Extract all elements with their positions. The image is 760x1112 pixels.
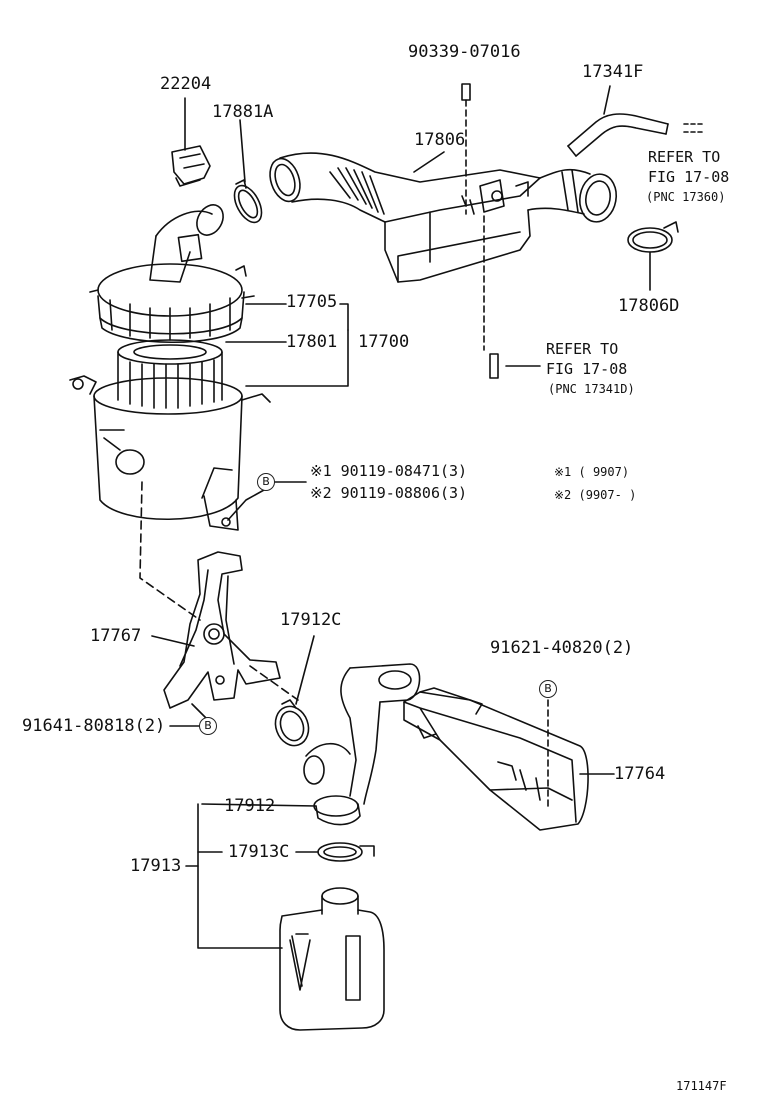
- bracket-17913: [197, 803, 283, 949]
- inlet-pipe-17806: [269, 152, 541, 283]
- bolt-spec-1: ※1 90119-08471(3): [310, 462, 468, 480]
- label-17767: 17767: [90, 626, 142, 646]
- cleaner-cap-17705: [89, 204, 255, 344]
- filter-element-17801: [117, 339, 223, 409]
- callout-b-91641: B: [199, 717, 217, 735]
- grommet-90339-07016: [461, 83, 471, 101]
- dash-17341F: [683, 123, 705, 133]
- label-17341F: 17341F: [582, 62, 644, 82]
- outlet-elbow: [527, 168, 618, 223]
- leader-17912: [201, 803, 317, 807]
- label-17881A: 17881A: [212, 102, 274, 122]
- clamp-17881A: [233, 179, 263, 224]
- clamp-17806D: [627, 221, 679, 253]
- leader-17767: [151, 635, 195, 647]
- ref2-line1: REFER TO: [546, 340, 619, 358]
- resonator-17913: [279, 887, 385, 1031]
- clamp-17912C: [274, 699, 310, 747]
- duct-17764: [403, 687, 589, 831]
- ref1-line3: (PNC 17360): [646, 190, 726, 204]
- leader-17912C: [295, 635, 315, 705]
- label-17700: 17700: [358, 332, 410, 352]
- label-91641-80818: 91641-80818(2): [22, 716, 166, 736]
- label-17705: 17705: [286, 292, 338, 312]
- duct-17912: [303, 663, 421, 826]
- clamp-17913C: [317, 842, 375, 862]
- bracket-17767: [163, 551, 281, 709]
- leader-17806: [413, 151, 445, 173]
- leader-17700-top: [339, 303, 349, 331]
- ref1-line1: REFER TO: [648, 148, 721, 166]
- ref2-line2: FIG 17-08: [546, 360, 628, 378]
- label-17806: 17806: [414, 130, 466, 150]
- leader-17700: [245, 329, 349, 387]
- callout-b-bolts: B: [257, 473, 275, 491]
- leader-17341F: [603, 85, 611, 115]
- label-90339-07016: 90339-07016: [408, 42, 521, 62]
- ref1-line2: FIG 17-08: [648, 168, 730, 186]
- label-17806D: 17806D: [618, 296, 680, 316]
- bolt-spec-2: ※2 90119-08806(3): [310, 484, 468, 502]
- label-22204: 22204: [160, 74, 212, 94]
- label-17764: 17764: [614, 764, 666, 784]
- hose-stub-ref2: [489, 353, 499, 379]
- label-91621-40820: 91621-40820(2): [490, 638, 634, 658]
- label-17801: 17801: [286, 332, 338, 352]
- callout-b-91621: B: [539, 680, 557, 698]
- label-17912C: 17912C: [280, 610, 342, 630]
- label-17912: 17912: [224, 796, 276, 816]
- leader-bolt-b: [227, 489, 265, 521]
- dash-case-bracket: [139, 481, 201, 621]
- date-range-1: ※1 ( 9907): [554, 465, 630, 479]
- label-17913C: 17913C: [228, 842, 290, 862]
- clip-22204: [171, 145, 211, 187]
- dash-bracket-clamp: [249, 665, 299, 701]
- figure-code: 171147F: [676, 1079, 727, 1093]
- label-17913: 17913: [130, 856, 182, 876]
- hose-17341F: [567, 113, 669, 157]
- leader-17881A: [239, 119, 246, 183]
- cleaner-case: [69, 375, 271, 531]
- date-range-2: ※2 (9907- ): [554, 488, 637, 502]
- ref2-line3: (PNC 17341D): [548, 382, 635, 396]
